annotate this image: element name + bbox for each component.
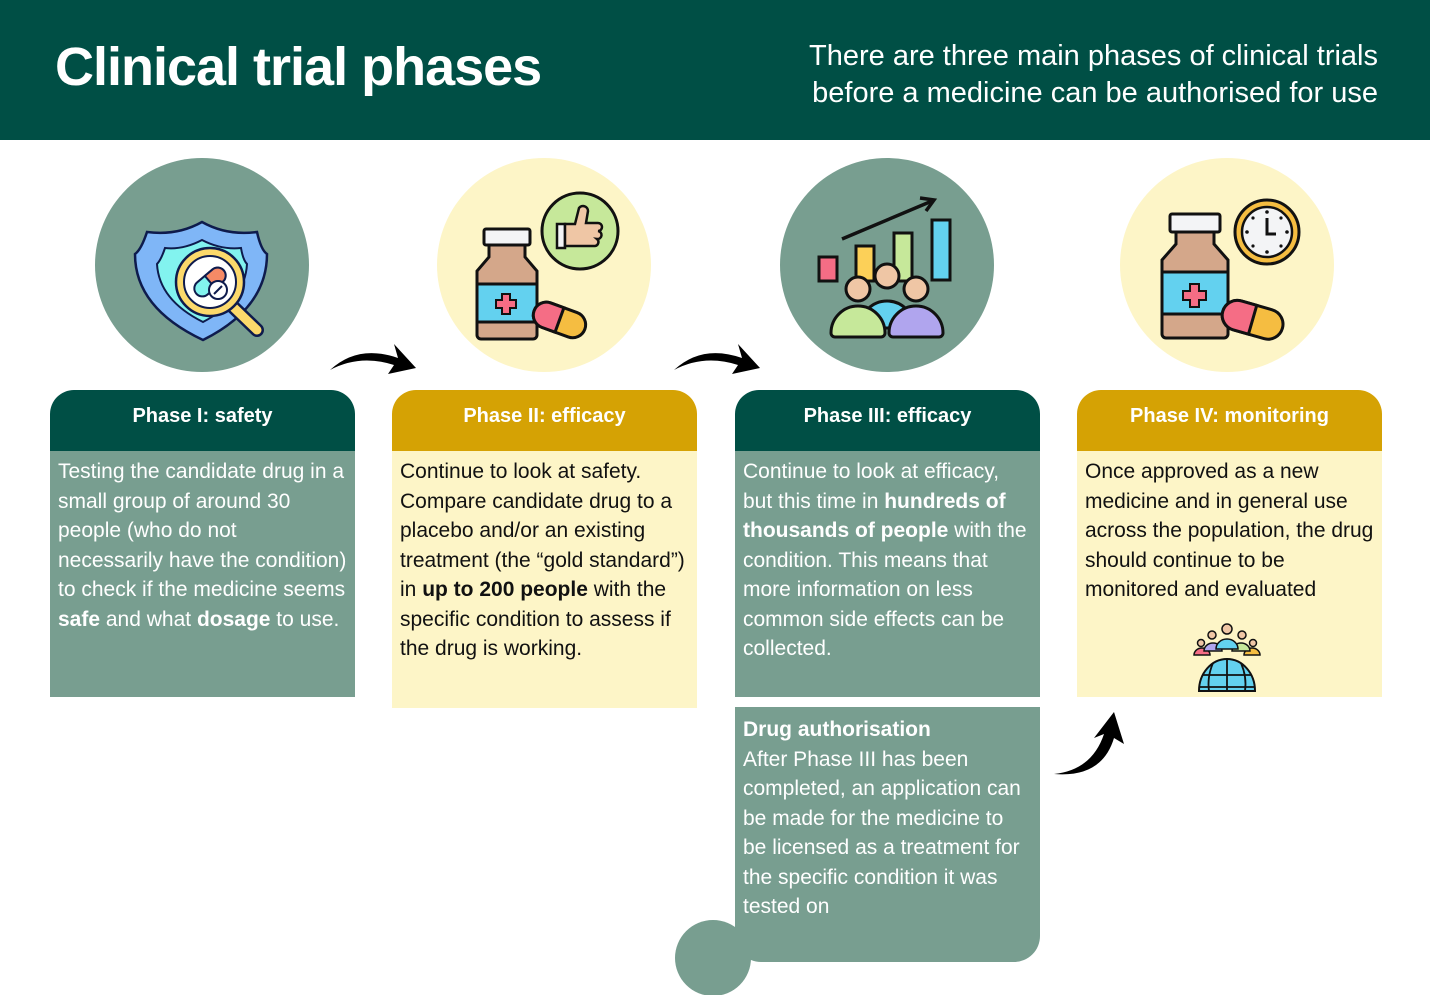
phase-1-title: Phase I: safety (50, 390, 355, 451)
body-text: with the condition. This means that more… (743, 519, 1027, 660)
body-text: Continue to look at efficacy, but this t… (743, 460, 1000, 513)
phase-4-icon-circle (1120, 158, 1334, 372)
body-text: and what (100, 607, 197, 631)
page-title: Clinical trial phases (55, 37, 542, 97)
phase-4-body: Once approved as a new medicine and in g… (1077, 451, 1382, 697)
phase-1-description: Testing the candidate drug in a small gr… (50, 451, 355, 697)
phase-2-icon-circle (437, 158, 651, 372)
phase-4-card: Phase IV: monitoring Once approved as a … (1077, 390, 1382, 697)
body-text: Once approved as a new medicine and in g… (1085, 460, 1374, 601)
arrow-authorisation-to-phase4-icon (1054, 712, 1124, 775)
phase-2-card: Phase II: efficacy Continue to look at s… (392, 390, 697, 708)
phase-4-title: Phase IV: monitoring (1077, 390, 1382, 451)
emphasis-text: hundreds of thousands of people (743, 489, 1006, 543)
global-population-icon (1193, 623, 1261, 692)
authorisation-title: Drug authorisation (743, 718, 931, 741)
phase-3-icon-circle (780, 158, 994, 372)
page-subtitle: There are three main phases of clinical … (809, 38, 1378, 112)
body-text: Testing the candidate drug in a small gr… (58, 460, 347, 601)
phase-2-title: Phase II: efficacy (392, 390, 697, 451)
phase-4-description: Once approved as a new medicine and in g… (1085, 457, 1374, 605)
subtitle-line-1: There are three main phases of clinical … (809, 40, 1378, 72)
subtitle-line-2: before a medicine can be authorised for … (812, 77, 1378, 109)
phase-3-title: Phase III: efficacy (735, 390, 1040, 451)
phase-3-description: Continue to look at efficacy, but this t… (735, 451, 1040, 697)
header-banner: Clinical trial phases There are three ma… (0, 0, 1430, 140)
phase-2-description: Continue to look at safety. Compare cand… (392, 451, 697, 708)
arrow-phase1-to-phase2-icon (330, 344, 416, 374)
arrow-phase2-to-phase3-icon (674, 344, 760, 374)
emphasis-text: safe (58, 607, 101, 631)
drug-authorisation-box: Drug authorisation After Phase III has b… (735, 707, 1040, 962)
body-text: to use. (270, 607, 340, 631)
growth-chart-people-icon (817, 196, 952, 339)
medicine-bottle-clock-icon (1160, 198, 1301, 341)
phase-1-icon-circle (95, 158, 309, 372)
emphasis-text: up to 200 people (422, 578, 588, 601)
body-text: Continue to look at safety. Compare cand… (400, 460, 685, 601)
body-text: with the specific condition to assess if… (400, 578, 671, 660)
phase-3-card: Phase III: efficacy Continue to look at … (735, 390, 1040, 697)
authorisation-description: After Phase III has been completed, an a… (743, 747, 1021, 919)
decorative-dot (675, 920, 751, 995)
emphasis-text: dosage (196, 607, 271, 631)
medicine-bottle-thumbs-up-icon (475, 191, 620, 341)
shield-magnifier-pill-icon (133, 220, 269, 342)
phase-1-card: Phase I: safety Testing the candidate dr… (50, 390, 355, 697)
